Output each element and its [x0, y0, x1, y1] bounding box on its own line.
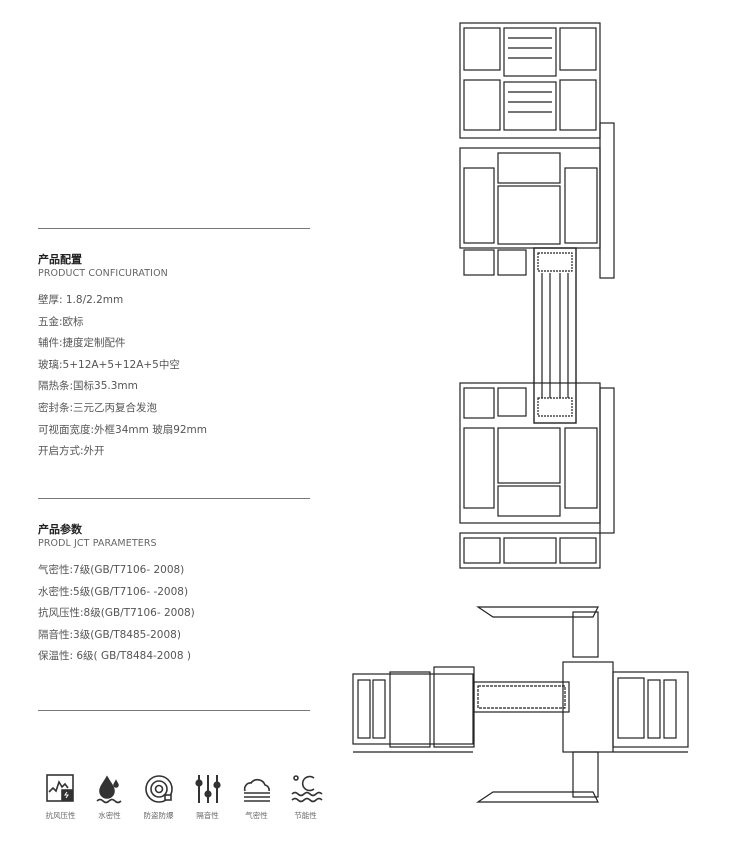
feature-label: 节能性: [294, 811, 317, 820]
wind-pressure-icon: [45, 774, 74, 802]
config-line: 玻璃:5+12A+5+12A+5中空: [38, 358, 180, 371]
product-config-section: 产品配置 PRODUCT CONFICURATION 壁厚: 1.8/2.2mm…: [38, 253, 207, 463]
divider: [38, 228, 310, 229]
config-line: 开启方式:外开: [38, 445, 105, 458]
feature-label: 水密性: [98, 811, 121, 820]
feature-anti-theft: 防盗防爆: [134, 772, 183, 821]
feature-icons: 抗风压性 水密性 防盗防爆 隔音性 气密性 节能性: [36, 772, 330, 821]
divider: [38, 498, 310, 499]
horizontal-section-drawing: [352, 606, 689, 803]
feature-air-tight: 气密性: [232, 772, 281, 821]
config-line: 密封条:三元乙丙复合发泡: [38, 401, 158, 414]
energy-saving-icon: [290, 775, 323, 803]
feature-water-tight: 水密性: [85, 772, 134, 821]
section-subtitle: PRODUCT CONFICURATION: [38, 268, 168, 279]
feature-energy-saving: 节能性: [281, 772, 330, 821]
config-line: 壁厚: 1.8/2.2mm: [38, 294, 124, 306]
section-title: 产品配置: [38, 253, 82, 266]
param-line: 抗风压性:8级(GB/T7106- 2008): [38, 607, 195, 620]
config-line: 隔热条:国标35.3mm: [38, 380, 138, 393]
divider: [38, 710, 310, 711]
water-tight-icon: [95, 775, 122, 804]
config-line: 可视面宽度:外框34mm 玻扇92mm: [38, 423, 208, 436]
config-line: 辅件:捷度定制配件: [38, 337, 126, 350]
air-tight-icon: [243, 778, 270, 802]
param-line: 保温性: 6级( GB/T8484-2008 ): [38, 650, 191, 663]
vertical-section-drawing: [459, 22, 615, 569]
param-line: 水密性:5级(GB/T7106- -2008): [38, 585, 189, 598]
feature-label: 防盗防爆: [143, 811, 174, 820]
param-line: 隔音性:3级(GB/T8485-2008): [38, 628, 181, 641]
section-title: 产品参数: [38, 523, 82, 536]
feature-label: 隔音性: [196, 811, 219, 820]
anti-theft-icon: [144, 775, 173, 803]
section-subtitle: PRODL JCT PARAMETERS: [38, 538, 157, 549]
config-line: 五金:欧标: [38, 315, 84, 328]
feature-sound-insulation: 隔音性: [183, 772, 232, 821]
sound-insulation-icon: [194, 775, 221, 803]
feature-wind-pressure: 抗风压性: [36, 772, 85, 821]
feature-label: 气密性: [245, 811, 268, 820]
param-line: 气密性:7级(GB/T7106- 2008): [38, 564, 185, 576]
feature-label: 抗风压性: [45, 811, 76, 820]
product-params-section: 产品参数 PRODL JCT PARAMETERS 气密性:7级(GB/T710…: [38, 523, 195, 668]
